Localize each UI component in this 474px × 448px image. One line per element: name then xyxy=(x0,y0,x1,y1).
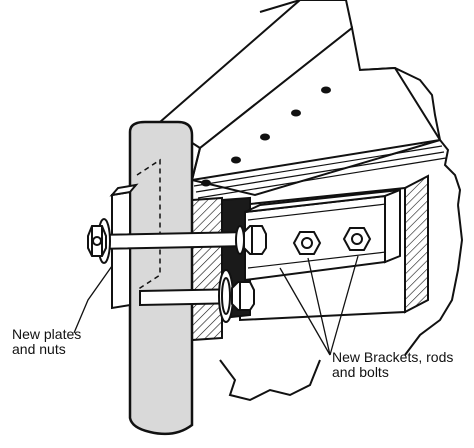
front-nut-upper xyxy=(87,218,111,264)
bracket-bolts xyxy=(292,227,372,255)
new-plate xyxy=(109,183,139,310)
leader-lines xyxy=(73,255,359,356)
annotation-new-plates-and-nuts: New plates and nuts xyxy=(12,327,81,357)
annotation-new-brackets-rods-bolts: New Brackets, rods and bolts xyxy=(332,350,453,380)
annotation-line: and bolts xyxy=(332,364,389,380)
rear-nut-upper xyxy=(235,225,267,255)
beam-bolt-holes xyxy=(201,86,331,187)
annotation-line: and nuts xyxy=(12,341,66,357)
annotation-line: New plates xyxy=(12,326,82,342)
annotation-line: New Brackets, rods xyxy=(332,349,454,365)
rear-nut-lower xyxy=(218,269,255,323)
hatched-block xyxy=(191,196,223,342)
top-beam xyxy=(158,0,447,199)
concrete-post xyxy=(128,120,194,436)
